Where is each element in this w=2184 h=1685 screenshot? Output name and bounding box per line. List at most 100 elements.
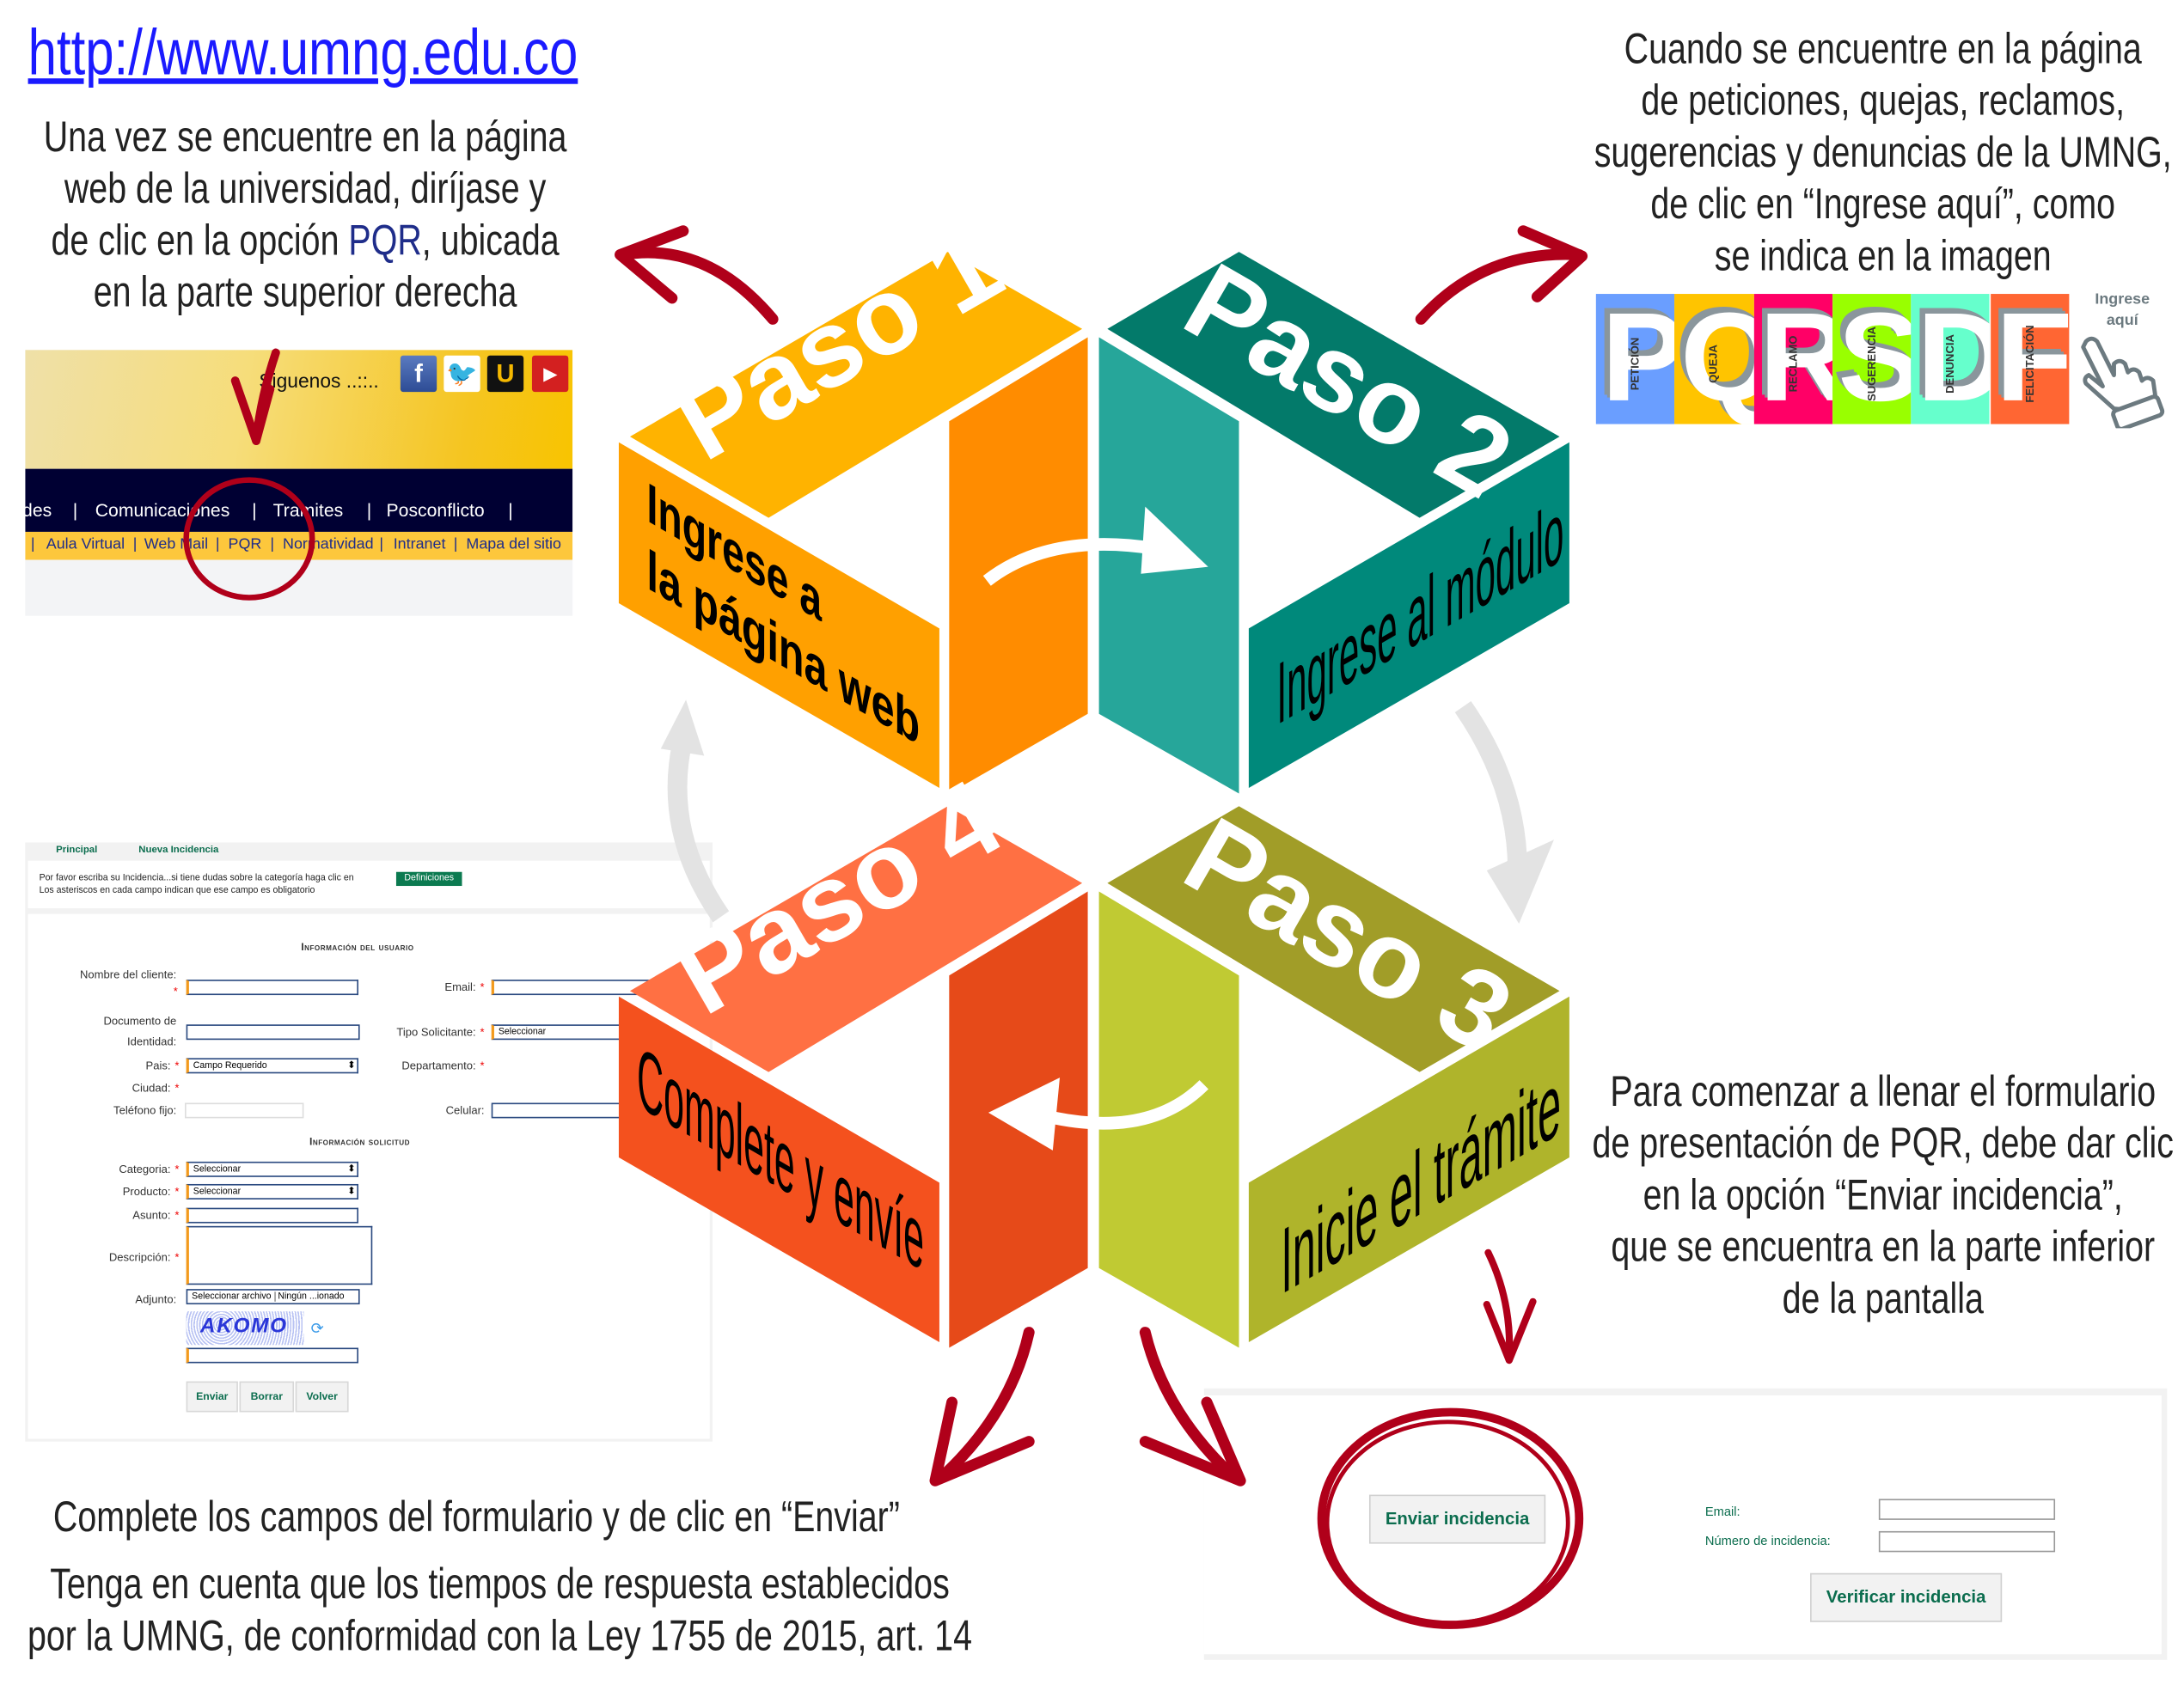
step4-side-face (949, 891, 1088, 1348)
tile-letter: D (1917, 294, 1990, 424)
step4-line: por la UMNG, de conformidad con la Ley 1… (27, 1610, 972, 1660)
ingrese-aqui-link[interactable]: Ingrese aquí (2086, 290, 2159, 332)
tile-peticion[interactable]: PPETICIÓN (1595, 294, 1675, 424)
tile-sugerencia[interactable]: SSUGERENCIA (1832, 294, 1912, 424)
captcha-image: AKOMO (186, 1311, 304, 1346)
nav-item-tramites[interactable]: Tramites (272, 499, 344, 521)
cta-text: aquí (2106, 312, 2138, 329)
name-label: Nombre del cliente: (79, 968, 177, 981)
step4-note: Tenga en cuenta que los tiempos de respu… (19, 1558, 980, 1662)
tile-reclamo[interactable]: RRECLAMO (1753, 294, 1832, 424)
tile-queja[interactable]: QQUEJA (1674, 294, 1754, 424)
document-label: Documento de (103, 1014, 177, 1028)
definiciones-button[interactable]: Definiciones (395, 871, 462, 887)
tile-word: RECLAMO (1786, 335, 1800, 393)
description-label: Descripción:* (0, 1251, 180, 1264)
nav-separator: | (215, 535, 220, 553)
red-arrow-to-form (935, 1327, 1035, 1484)
required-mark: * (174, 1209, 180, 1222)
subnav-mapa-sitio[interactable]: Mapa del sitio (466, 535, 561, 553)
tab-nueva-incidencia[interactable]: Nueva Incidencia (138, 845, 219, 856)
borrar-button[interactable]: Borrar (239, 1381, 295, 1413)
step3-line: Para comenzar a llenar el formulario (1610, 1066, 2156, 1116)
required-mark: * (174, 1251, 180, 1264)
step1-instructions: Una vez se encuentre en la página web de… (10, 111, 600, 318)
red-arrow-to-step2 (1415, 248, 1585, 325)
required-mark: * (174, 1185, 180, 1199)
twitter-icon[interactable]: 🐦 (444, 355, 480, 393)
document-input[interactable] (186, 1024, 360, 1041)
step1-caption: Ingrese a (647, 470, 823, 634)
facebook-icon[interactable]: f (400, 355, 437, 393)
nav-separator: | (252, 499, 257, 521)
label-text: Ciudad: (132, 1082, 171, 1095)
pointing-hand-icon[interactable] (2072, 330, 2173, 429)
flow-arrow-3-4 (1041, 1080, 1208, 1130)
label-text: Email: (444, 980, 476, 994)
tab-principal[interactable]: Principal (56, 845, 98, 856)
nav-item-comunicaciones[interactable]: Comunicaciones (95, 499, 230, 521)
required-mark: * (174, 1163, 180, 1176)
required-mark: * (480, 1025, 485, 1039)
nav-item[interactable]: des (25, 499, 52, 521)
tile-word: DENUNCIA (1943, 334, 1957, 394)
tile-letter: F (1995, 294, 2070, 424)
phone-input[interactable] (185, 1102, 304, 1119)
product-label: Producto:* (0, 1185, 180, 1199)
label-text: Asunto: (132, 1209, 171, 1222)
verificar-incidencia-button[interactable]: Verificar incidencia (1810, 1572, 2003, 1622)
header-banner (25, 350, 573, 469)
step2-line: de clic en “Ingrese aquí”, como (1650, 179, 2116, 229)
phone-label: Teléfono fijo: (113, 1104, 177, 1117)
category-select[interactable]: Seleccionar (186, 1161, 358, 1177)
subnav-aula-virtual[interactable]: Aula Virtual (46, 535, 125, 553)
product-select[interactable]: Seleccionar (186, 1183, 358, 1200)
mobile-input[interactable] (491, 1102, 664, 1119)
radio-u-icon[interactable]: U (486, 355, 524, 393)
step2-title: Paso 2 (1166, 240, 1532, 522)
incident-number-input[interactable] (1878, 1530, 2056, 1553)
section-request-heading: Información solicitud (309, 1134, 411, 1148)
form-body-panel (28, 913, 710, 1439)
email-label: Email: (1704, 1504, 1740, 1519)
enviar-incidencia-button[interactable]: Enviar incidencia (1368, 1494, 1546, 1544)
subnav-intranet[interactable]: Intranet (393, 535, 446, 553)
subnav-pqr[interactable]: PQR (228, 535, 262, 553)
step1-front-face (618, 442, 939, 789)
nav-separator: | (270, 535, 275, 553)
subnav-web-mail[interactable]: Web Mail (144, 535, 209, 553)
email-input[interactable] (1878, 1499, 2056, 1520)
step2-instructions: Cuando se encuentre en la página de peti… (1582, 22, 2183, 281)
university-url-link[interactable]: http://www.umng.edu.co (28, 15, 578, 89)
description-textarea[interactable] (186, 1225, 373, 1285)
nav-separator: | (508, 499, 513, 521)
step3-title: Paso 3 (1166, 794, 1532, 1076)
subject-input[interactable] (186, 1207, 358, 1224)
requester-type-label: Tipo Solicitante:* (0, 1025, 485, 1039)
subnav-normatividad[interactable]: Normatividad (283, 535, 374, 553)
nav-separator: | (379, 535, 384, 553)
refresh-captcha-icon[interactable]: ⟳ (310, 1321, 324, 1339)
enviar-button[interactable]: Enviar (186, 1381, 238, 1413)
youtube-icon[interactable]: ▶ (531, 355, 569, 393)
requester-type-select[interactable]: Seleccionar (491, 1024, 665, 1041)
volver-button[interactable]: Volver (295, 1381, 349, 1413)
category-label: Categoria:* (0, 1163, 179, 1176)
step4-line: Tenga en cuenta que los tiempos de respu… (50, 1559, 950, 1609)
name-input[interactable] (186, 980, 358, 996)
step3-front-face (1248, 996, 1569, 1343)
nav-item-posconflicto[interactable]: Posconflicto (386, 499, 485, 521)
required-mark: * (480, 1059, 485, 1072)
step1-line: Una vez se encuentre en la página (43, 112, 567, 162)
file-choose-button[interactable]: Seleccionar archivo (192, 1291, 276, 1302)
step1-title: Paso 1 (655, 202, 1021, 484)
file-input[interactable]: Seleccionar archivo Ningún ...ionado (186, 1289, 360, 1305)
step3-side-face (1098, 891, 1239, 1348)
nav-separator: | (132, 535, 138, 553)
step3-caption: Inicie el trámite (1281, 1049, 1561, 1314)
captcha-input[interactable] (186, 1347, 358, 1364)
country-select[interactable]: Campo Requerido (186, 1058, 358, 1074)
email-input[interactable] (491, 980, 665, 996)
tile-denuncia[interactable]: DDENUNCIA (1911, 294, 1991, 424)
